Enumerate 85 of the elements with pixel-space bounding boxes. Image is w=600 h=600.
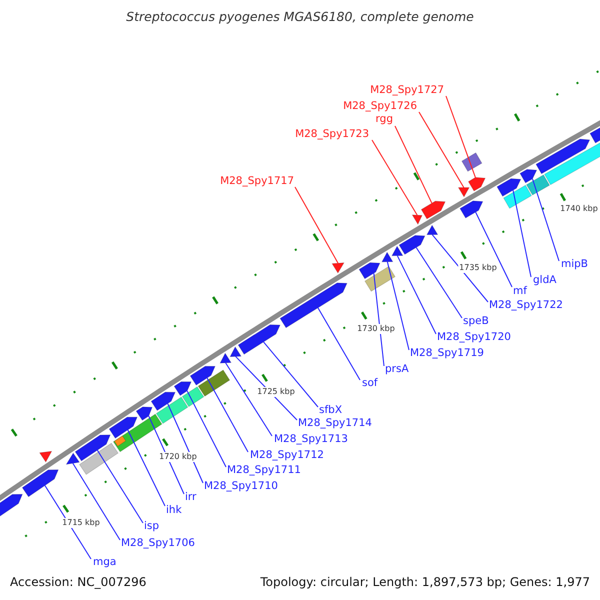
leader-line bbox=[386, 261, 410, 350]
gene-block bbox=[391, 246, 404, 256]
gene-block bbox=[220, 352, 232, 364]
leader-line bbox=[396, 255, 436, 334]
leader-line bbox=[317, 307, 360, 380]
gene-label: isp bbox=[144, 519, 160, 533]
gene-label: ihk bbox=[166, 503, 182, 517]
leader-line bbox=[446, 96, 476, 178]
gene-block bbox=[74, 434, 111, 462]
gene-block bbox=[412, 214, 423, 225]
gene-block bbox=[332, 262, 345, 274]
gene-block bbox=[230, 346, 242, 358]
gene-label: M28_Spy1719 bbox=[410, 346, 484, 360]
gene-block bbox=[460, 200, 484, 218]
map-title: Streptococcus pyogenes MGAS6180, complete genome bbox=[125, 9, 475, 25]
gene-label: M28_Spy1712 bbox=[250, 448, 324, 462]
leader-line bbox=[394, 126, 432, 204]
scale-label: 1715 kbp bbox=[61, 518, 101, 528]
gene-block bbox=[458, 187, 470, 198]
leader-line bbox=[206, 378, 248, 452]
gene-block bbox=[136, 406, 153, 421]
scale-label: 1735 kbp bbox=[458, 263, 498, 273]
gene-block bbox=[190, 366, 216, 386]
gene-label: M28_Spy1706 bbox=[121, 536, 195, 550]
leader-line bbox=[44, 484, 92, 560]
gene-block bbox=[280, 282, 348, 328]
gene-label: sof bbox=[362, 376, 378, 390]
gene-label: M28_Spy1717 bbox=[220, 174, 294, 188]
leader-line bbox=[416, 247, 462, 318]
gene-block bbox=[381, 252, 394, 262]
gene-label: M28_Spy1713 bbox=[274, 432, 348, 446]
scale-label: 1725 kbp bbox=[256, 387, 296, 397]
gene-block bbox=[39, 450, 52, 463]
gene-label: mipB bbox=[561, 257, 588, 271]
gene-label: M28_Spy1710 bbox=[204, 479, 278, 493]
leader-line bbox=[532, 178, 560, 262]
leader-line bbox=[432, 234, 488, 302]
gene-label: prsA bbox=[385, 362, 409, 376]
genome-info-text: Topology: circular; Length: 1,897,573 bp; Genes: 1,977 bbox=[260, 574, 590, 590]
gene-label: M28_Spy1720 bbox=[437, 330, 511, 344]
leader-line bbox=[512, 190, 532, 278]
gene-label: M28_Spy1727 bbox=[370, 83, 444, 97]
gene-label: M28_Spy1723 bbox=[295, 127, 369, 141]
gene-label: M28_Spy1722 bbox=[489, 298, 563, 312]
leader-line bbox=[127, 429, 166, 506]
gene-block bbox=[238, 324, 281, 355]
gene-label: speB bbox=[463, 314, 489, 328]
leader-line bbox=[418, 112, 464, 188]
leader-line bbox=[225, 362, 272, 436]
leader-line bbox=[475, 212, 512, 288]
accession-text: Accession: NC_007296 bbox=[10, 574, 146, 590]
gene-block bbox=[496, 178, 522, 197]
leader-line bbox=[167, 403, 204, 484]
leader-line bbox=[96, 450, 144, 524]
gene-label: gldA bbox=[533, 273, 556, 287]
gene-label: sfbX bbox=[319, 403, 342, 417]
gene-block bbox=[536, 138, 590, 174]
leader-line bbox=[294, 186, 339, 264]
gene-label: irr bbox=[185, 490, 196, 504]
gene-block bbox=[420, 200, 446, 220]
leader-line bbox=[186, 390, 226, 468]
gene-block bbox=[520, 169, 538, 184]
gene-label: mf bbox=[513, 284, 527, 298]
gene-block bbox=[358, 262, 380, 280]
gene-label: M28_Spy1714 bbox=[298, 416, 372, 430]
scale-label: 1730 kbp bbox=[356, 324, 396, 334]
gene-block bbox=[66, 452, 80, 465]
scale-label: 1720 kbp bbox=[158, 452, 198, 462]
gene-block bbox=[108, 416, 138, 439]
leader-line bbox=[148, 416, 184, 494]
gene-block bbox=[426, 224, 438, 235]
gene-label: mga bbox=[93, 555, 116, 569]
gene-label: M28_Spy1726 bbox=[343, 99, 417, 113]
leader-line bbox=[372, 140, 418, 216]
leader-line bbox=[373, 272, 384, 366]
gene-block bbox=[150, 392, 176, 411]
gene-block bbox=[22, 470, 59, 498]
gene-label: M28_Spy1711 bbox=[227, 463, 301, 477]
leader-line bbox=[263, 341, 318, 408]
leader-line bbox=[72, 462, 120, 540]
gene-block bbox=[0, 494, 23, 518]
gene-block bbox=[398, 235, 426, 255]
scale-label: 1740 kbp bbox=[559, 204, 599, 214]
gene-block bbox=[468, 177, 486, 192]
gene-label: rgg bbox=[376, 112, 393, 126]
